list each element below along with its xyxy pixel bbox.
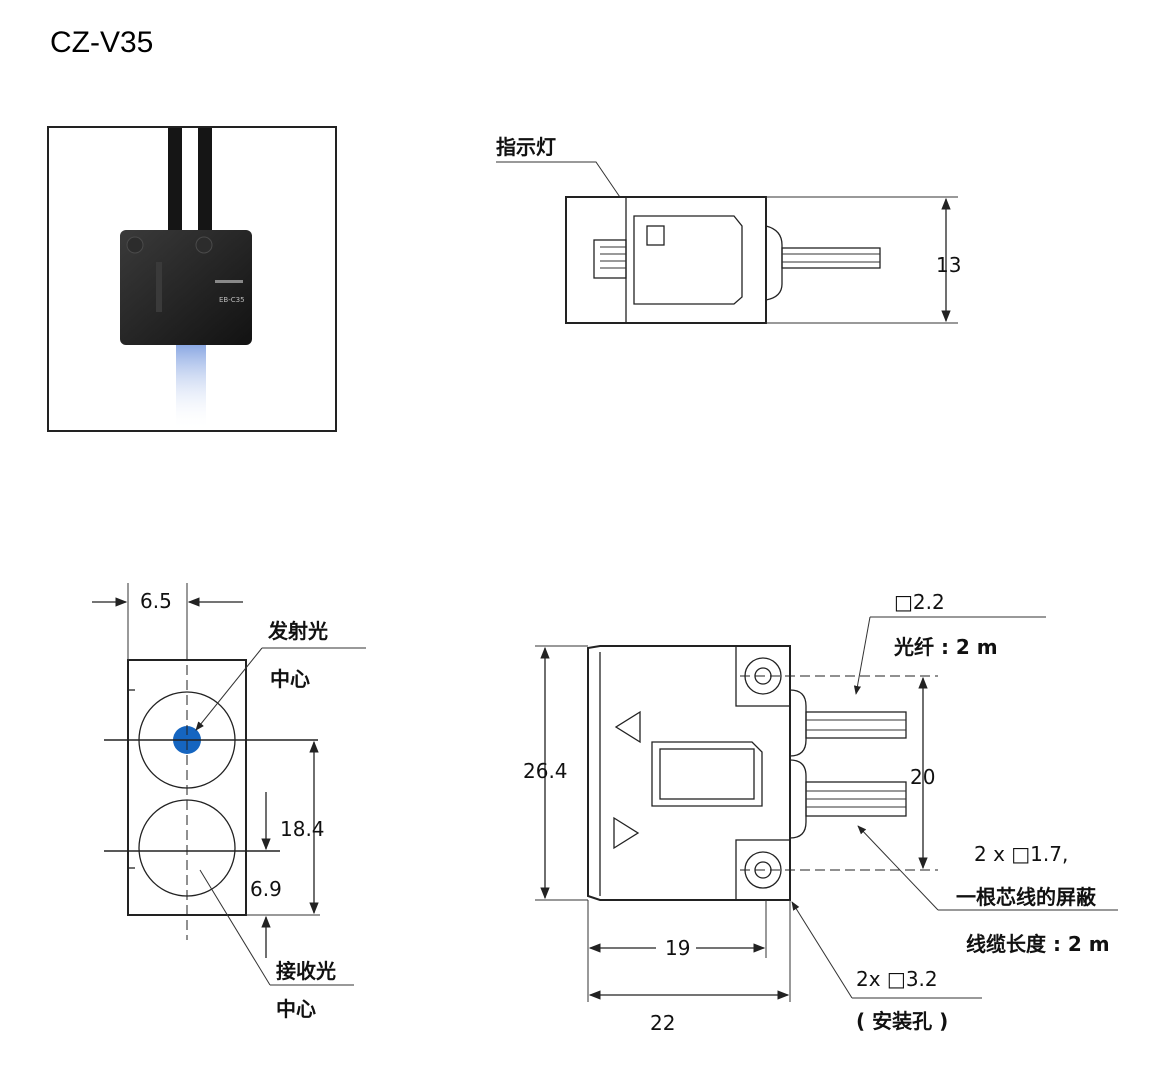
top-height-dim: 13 [936,253,961,277]
width-dim: 22 [650,1011,675,1035]
side-height-dim: 26.4 [523,759,568,783]
cable-length: 线缆长度 : 2 m [966,932,1110,956]
inner-width-dim: 19 [665,936,690,960]
product-photo: EB-C35 [47,126,337,432]
front-view-drawing: 6.5 发射光 中心 18.4 6.9 接收光 中心 [92,583,366,1021]
recv-label-1: 接收光 [276,959,336,983]
pitch-x-dim: 6.5 [140,589,172,613]
side-view-drawing: 26.4 20 □2.2 光纤 : 2 m 2 x □1.7, 一根芯线的屏蔽 … [523,590,1118,1035]
wire-spec-1: 2 x □1.7, [974,842,1068,866]
emit-label-1: 发射光 [267,619,328,643]
fiber-length: 光纤 : 2 m [893,635,998,659]
offset-dim: 6.9 [250,877,282,901]
photo-label: EB-C35 [219,296,245,304]
fiber-size: □2.2 [894,590,945,614]
page-title: CZ-V35 [50,26,153,59]
pitch-y-dim: 18.4 [280,817,325,841]
emit-label-2: 中心 [270,667,310,691]
hole-spec-2: ( 安装孔 ) [856,1009,948,1033]
recv-label-2: 中心 [276,997,316,1021]
pitch-dim: 20 [910,765,935,789]
top-view-drawing: 指示灯 13 [496,135,961,324]
wire-spec-2: 一根芯线的屏蔽 [956,885,1097,909]
hole-spec-1: 2x □3.2 [856,967,938,991]
indicator-label: 指示灯 [496,135,556,159]
